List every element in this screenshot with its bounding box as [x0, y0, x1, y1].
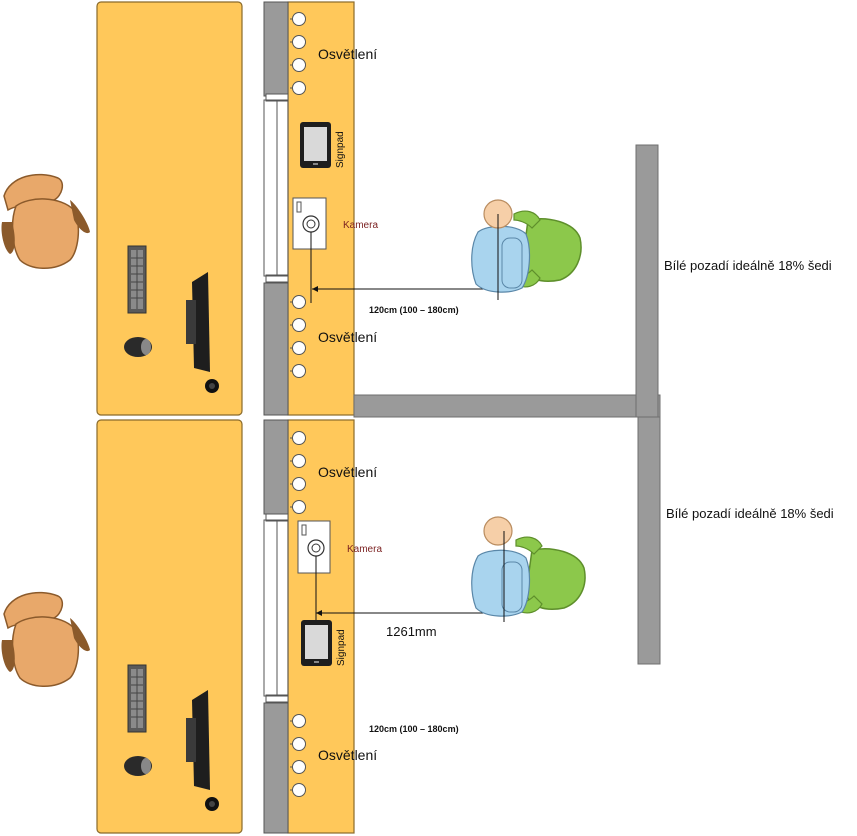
light-panel [263, 419, 289, 515]
background-label: Bílé pozadí ideálně 18% šedi [666, 506, 834, 521]
desk-top [96, 1, 243, 416]
desk-bottom [96, 419, 243, 834]
camera-label: Kamera [343, 220, 378, 231]
office-chair-icon [1, 173, 90, 269]
background-label: Bílé pozadí ideálně 18% šedi [664, 258, 832, 273]
lighting-label: Osvětlení [318, 464, 377, 480]
person-icon [471, 516, 586, 622]
signpad-label: Signpad [335, 131, 346, 168]
person-icon [471, 199, 582, 300]
mouse-icon [124, 756, 152, 776]
mouse-icon [124, 337, 152, 357]
tablet-icon [300, 122, 331, 168]
tablet-icon [301, 620, 332, 666]
lighting-label: Osvětlení [318, 46, 377, 62]
lighting-label: Osvětlení [318, 747, 377, 763]
background-wall [353, 144, 661, 665]
light-panel [263, 1, 289, 97]
keyboard-icon [127, 664, 147, 733]
office-chair-icon [1, 591, 90, 687]
camera-label: Kamera [347, 544, 382, 555]
distance-measured-label: 1261mm [386, 624, 437, 639]
monitor-icon [186, 690, 219, 811]
camera-icon [292, 197, 327, 250]
distance-range-label: 120cm (100 – 180cm) [369, 305, 459, 315]
camera-icon [297, 520, 331, 574]
keyboard-icon [127, 245, 147, 314]
distance-range-label: 120cm (100 – 180cm) [369, 724, 459, 734]
monitor-icon [186, 272, 219, 393]
lighting-label: Osvětlení [318, 329, 377, 345]
signpad-label: Signpad [336, 629, 347, 666]
